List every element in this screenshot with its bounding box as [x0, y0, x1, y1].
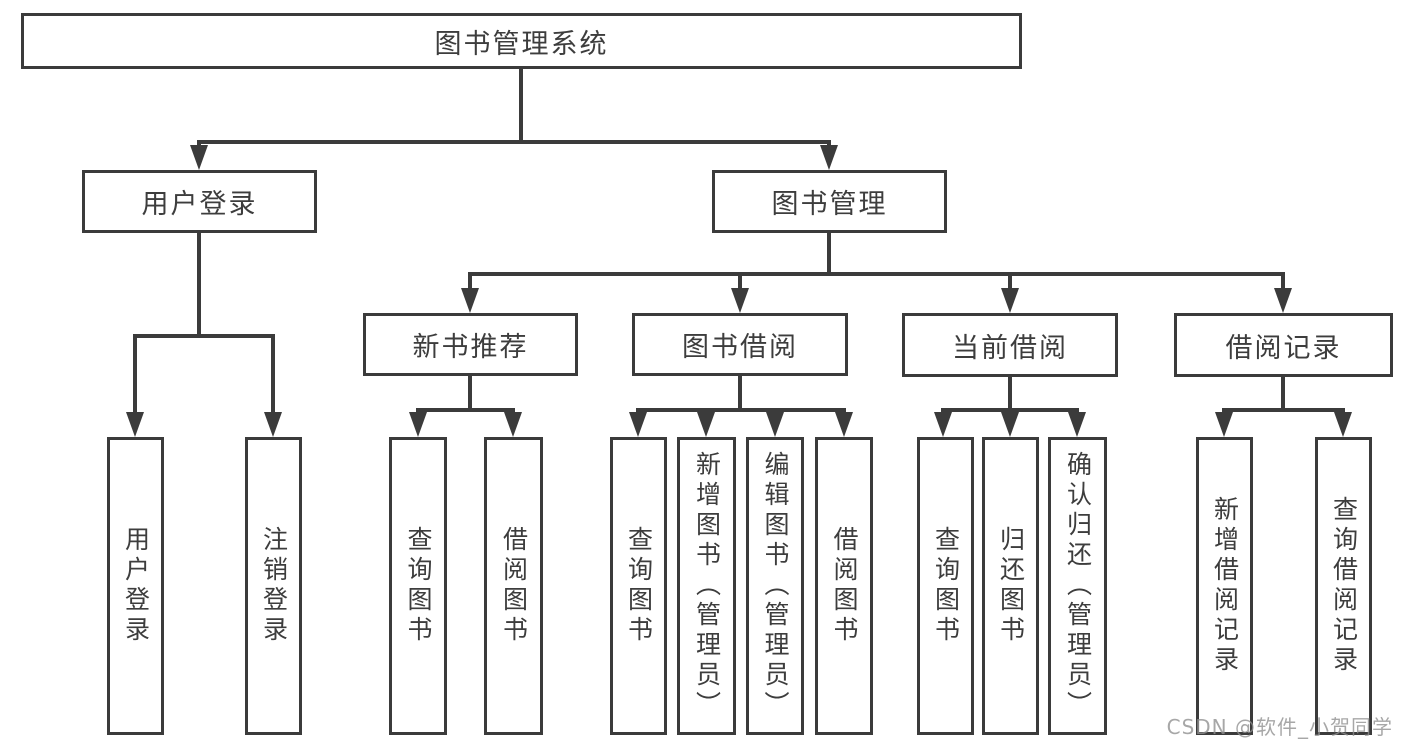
connector-drop [133, 334, 137, 420]
arrowhead-down-icon [820, 145, 838, 170]
connector-borrow-stem [738, 376, 742, 410]
arrowhead-down-icon [190, 145, 208, 170]
connector-borrow-bar [636, 408, 846, 412]
arrowhead-down-icon [1334, 412, 1352, 437]
leaf-user-login: 用户登录 [107, 437, 164, 735]
arrowhead-down-icon [264, 412, 282, 437]
node-user-login: 用户登录 [82, 170, 317, 233]
arrowhead-down-icon [126, 412, 144, 437]
node-book-mgmt: 图书管理 [712, 170, 947, 233]
arrowhead-down-icon [1215, 412, 1233, 437]
connector-new-books-stem [468, 376, 472, 410]
leaf-current-query: 查询图书 [917, 437, 974, 735]
connector-user-login-stem [197, 233, 201, 336]
connector-root-bar [197, 140, 831, 144]
connector-book-mgmt-stem [827, 233, 831, 274]
arrowhead-down-icon [1274, 288, 1292, 313]
csdn-watermark: CSDN @软件_小贺同学 [1166, 715, 1393, 739]
node-current: 当前借阅 [902, 313, 1118, 377]
leaf-borrow-add: 新增图书（管理员） [677, 437, 736, 735]
arrowhead-down-icon [934, 412, 952, 437]
leaf-current-return: 归还图书 [982, 437, 1039, 735]
leaf-borrow-edit: 编辑图书（管理员） [746, 437, 804, 735]
connector-records-bar [1222, 408, 1345, 412]
connector-drop [271, 334, 275, 420]
arrowhead-down-icon [697, 412, 715, 437]
leaf-new-books-borrow: 借阅图书 [484, 437, 543, 735]
connector-root-stem [519, 68, 523, 142]
arrowhead-down-icon [1001, 288, 1019, 313]
connector-drop [738, 272, 742, 292]
leaf-borrow-query: 查询图书 [610, 437, 667, 735]
arrowhead-down-icon [461, 288, 479, 313]
arrowhead-down-icon [1068, 412, 1086, 437]
arrowhead-down-icon [504, 412, 522, 437]
arrowhead-down-icon [766, 412, 784, 437]
node-records: 借阅记录 [1174, 313, 1393, 377]
connector-drop [1008, 272, 1012, 292]
connector-book-mgmt-bar [468, 272, 1285, 276]
node-borrow: 图书借阅 [632, 313, 848, 376]
leaf-new-books-query: 查询图书 [389, 437, 447, 735]
leaf-borrow-borrow: 借阅图书 [815, 437, 873, 735]
connector-new-books-bar [416, 408, 515, 412]
connector-current-stem [1008, 377, 1012, 410]
arrowhead-down-icon [835, 412, 853, 437]
node-root: 图书管理系统 [21, 13, 1022, 69]
connector-records-stem [1281, 377, 1285, 410]
leaf-current-confirm: 确认归还（管理员） [1048, 437, 1107, 735]
connector-drop [468, 272, 472, 292]
leaf-records-add: 新增借阅记录 [1196, 437, 1253, 735]
leaf-records-query: 查询借阅记录 [1315, 437, 1372, 735]
leaf-logout: 注销登录 [245, 437, 302, 735]
node-new-books: 新书推荐 [363, 313, 578, 376]
connector-drop [1281, 272, 1285, 292]
arrowhead-down-icon [731, 288, 749, 313]
arrowhead-down-icon [1001, 412, 1019, 437]
arrowhead-down-icon [629, 412, 647, 437]
connector-user-login-bar [133, 334, 275, 338]
arrowhead-down-icon [409, 412, 427, 437]
